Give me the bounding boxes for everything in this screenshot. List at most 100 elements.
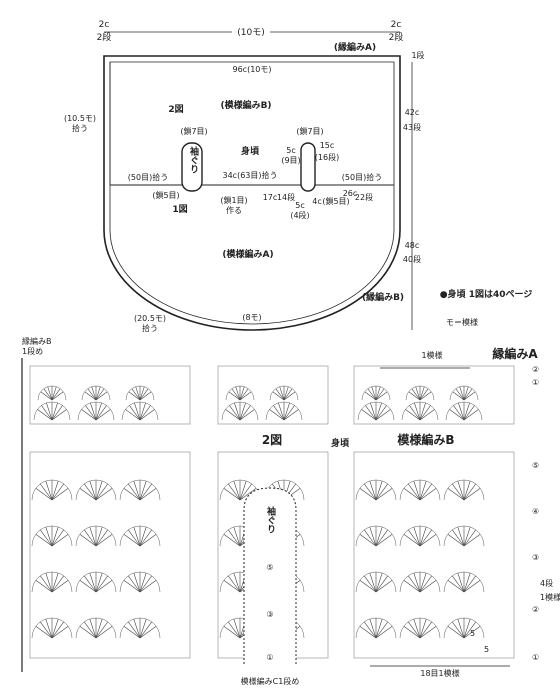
stitch-mark xyxy=(463,405,475,421)
r16-label: (16段) xyxy=(315,152,339,162)
c34-label: 34c(63目)拾う xyxy=(223,170,278,180)
stitch-mark xyxy=(239,487,257,501)
stitch-mark xyxy=(278,402,285,421)
stitch-mark xyxy=(51,388,61,401)
bottom-mo-label: (8モ) xyxy=(242,313,261,322)
stitch-mark xyxy=(359,625,377,639)
stitch-mark xyxy=(457,618,465,639)
stitch-mark xyxy=(231,388,241,401)
stitch-mark xyxy=(375,575,389,593)
stitch-mark xyxy=(139,529,153,547)
stitch-mark xyxy=(413,618,421,639)
stitch-mark xyxy=(51,526,59,547)
stitch-mark xyxy=(414,402,421,421)
stitch-mark xyxy=(375,618,383,639)
fig2-chart-label: 2図 xyxy=(262,433,282,447)
stitch-mark xyxy=(233,618,241,639)
stitch-mark xyxy=(375,391,388,401)
stitch-mark xyxy=(369,618,377,639)
stitch-mark xyxy=(447,487,465,501)
stitch-mark xyxy=(51,487,69,501)
stitch-arc xyxy=(357,401,395,421)
stitch-mark xyxy=(413,526,421,547)
stitch-mark xyxy=(139,533,157,547)
stitch-mark xyxy=(419,402,426,421)
stitch-mark xyxy=(409,405,421,421)
stitch-mark xyxy=(459,386,465,401)
stitch-mark xyxy=(79,625,97,639)
r4-label: (4段) xyxy=(290,210,309,220)
stitch-mark xyxy=(39,529,53,547)
stitch-mark xyxy=(457,480,465,501)
stitch-mark xyxy=(139,572,147,593)
stitch-arc xyxy=(361,385,391,401)
stitch-mark xyxy=(127,483,141,501)
stitch-mark xyxy=(123,533,141,547)
stitch-mark xyxy=(35,625,53,639)
page-note: ●身頃 1図は40ページ xyxy=(440,288,533,300)
chain7-left: (鎖7目) xyxy=(180,126,207,136)
stitch-mark xyxy=(51,409,67,421)
stitch-mark xyxy=(95,483,109,501)
stitch-arc xyxy=(399,617,441,639)
stitch-mark xyxy=(51,529,65,547)
stitch-mark xyxy=(359,533,377,547)
mid-mark-3: ③ xyxy=(266,610,273,619)
stitch-mark xyxy=(79,533,97,547)
stitch-mark xyxy=(139,483,153,501)
chain-96-label: 96c(10モ) xyxy=(233,65,272,74)
pickup-left-word: 拾う xyxy=(72,123,88,133)
stitch-mark xyxy=(227,529,241,547)
stitch-mark xyxy=(233,526,241,547)
stitch-mark xyxy=(463,526,471,547)
chain5-right: (鎖5目) xyxy=(322,196,349,206)
c4-label: 4c xyxy=(312,197,322,206)
stitch-mark xyxy=(419,386,425,401)
stitch-mark xyxy=(51,572,59,593)
stitch-mark xyxy=(45,526,53,547)
stitch-mark xyxy=(403,625,421,639)
stitch-mark xyxy=(234,402,241,421)
stitch-arc xyxy=(449,385,479,401)
stitch-mark xyxy=(419,572,427,593)
stitch-mark xyxy=(51,618,59,639)
stitch-mark xyxy=(79,487,97,501)
stitch-mark xyxy=(239,386,245,401)
stitch-mark xyxy=(223,487,241,501)
stitch-mark xyxy=(81,409,97,421)
stitch-mark xyxy=(45,618,53,639)
c48-label: 48c xyxy=(405,241,420,250)
stitch-mark xyxy=(139,386,145,401)
stitch-mark xyxy=(127,575,141,593)
stitch-mark xyxy=(463,533,481,547)
stitch-mark xyxy=(419,391,432,401)
stitch-mark xyxy=(35,579,53,593)
stitch-mark xyxy=(51,533,69,547)
stitch-mark xyxy=(375,405,387,421)
stitch-mark xyxy=(229,405,241,421)
stitch-mark xyxy=(135,386,141,401)
stitch-mark xyxy=(35,533,53,547)
stitch-mark xyxy=(123,579,141,593)
stitch-mark xyxy=(95,575,109,593)
stitch-mark xyxy=(403,533,421,547)
stitch-mark xyxy=(127,621,141,639)
stitch-mark xyxy=(225,409,241,421)
stitch-mark xyxy=(272,391,285,401)
stitch-mark xyxy=(223,533,241,547)
row-mark-2: ② xyxy=(532,605,539,614)
stitch-mark xyxy=(451,483,465,501)
fig2-ref: 2図 xyxy=(168,104,183,115)
stitch-mark xyxy=(463,575,477,593)
r43-label: 43段 xyxy=(403,122,421,132)
stitch-mark xyxy=(451,529,465,547)
stitch-mark xyxy=(89,480,97,501)
edge-band-inner xyxy=(109,61,395,325)
stitch-mark xyxy=(43,388,53,401)
stitch-mark xyxy=(45,572,53,593)
stitch-mark xyxy=(95,625,113,639)
mid-mark-5: ⑤ xyxy=(266,563,273,572)
stitch-mark xyxy=(403,487,421,501)
five-mark-b: 5 xyxy=(484,645,489,654)
row-mark-edge-2: ② xyxy=(532,365,539,374)
